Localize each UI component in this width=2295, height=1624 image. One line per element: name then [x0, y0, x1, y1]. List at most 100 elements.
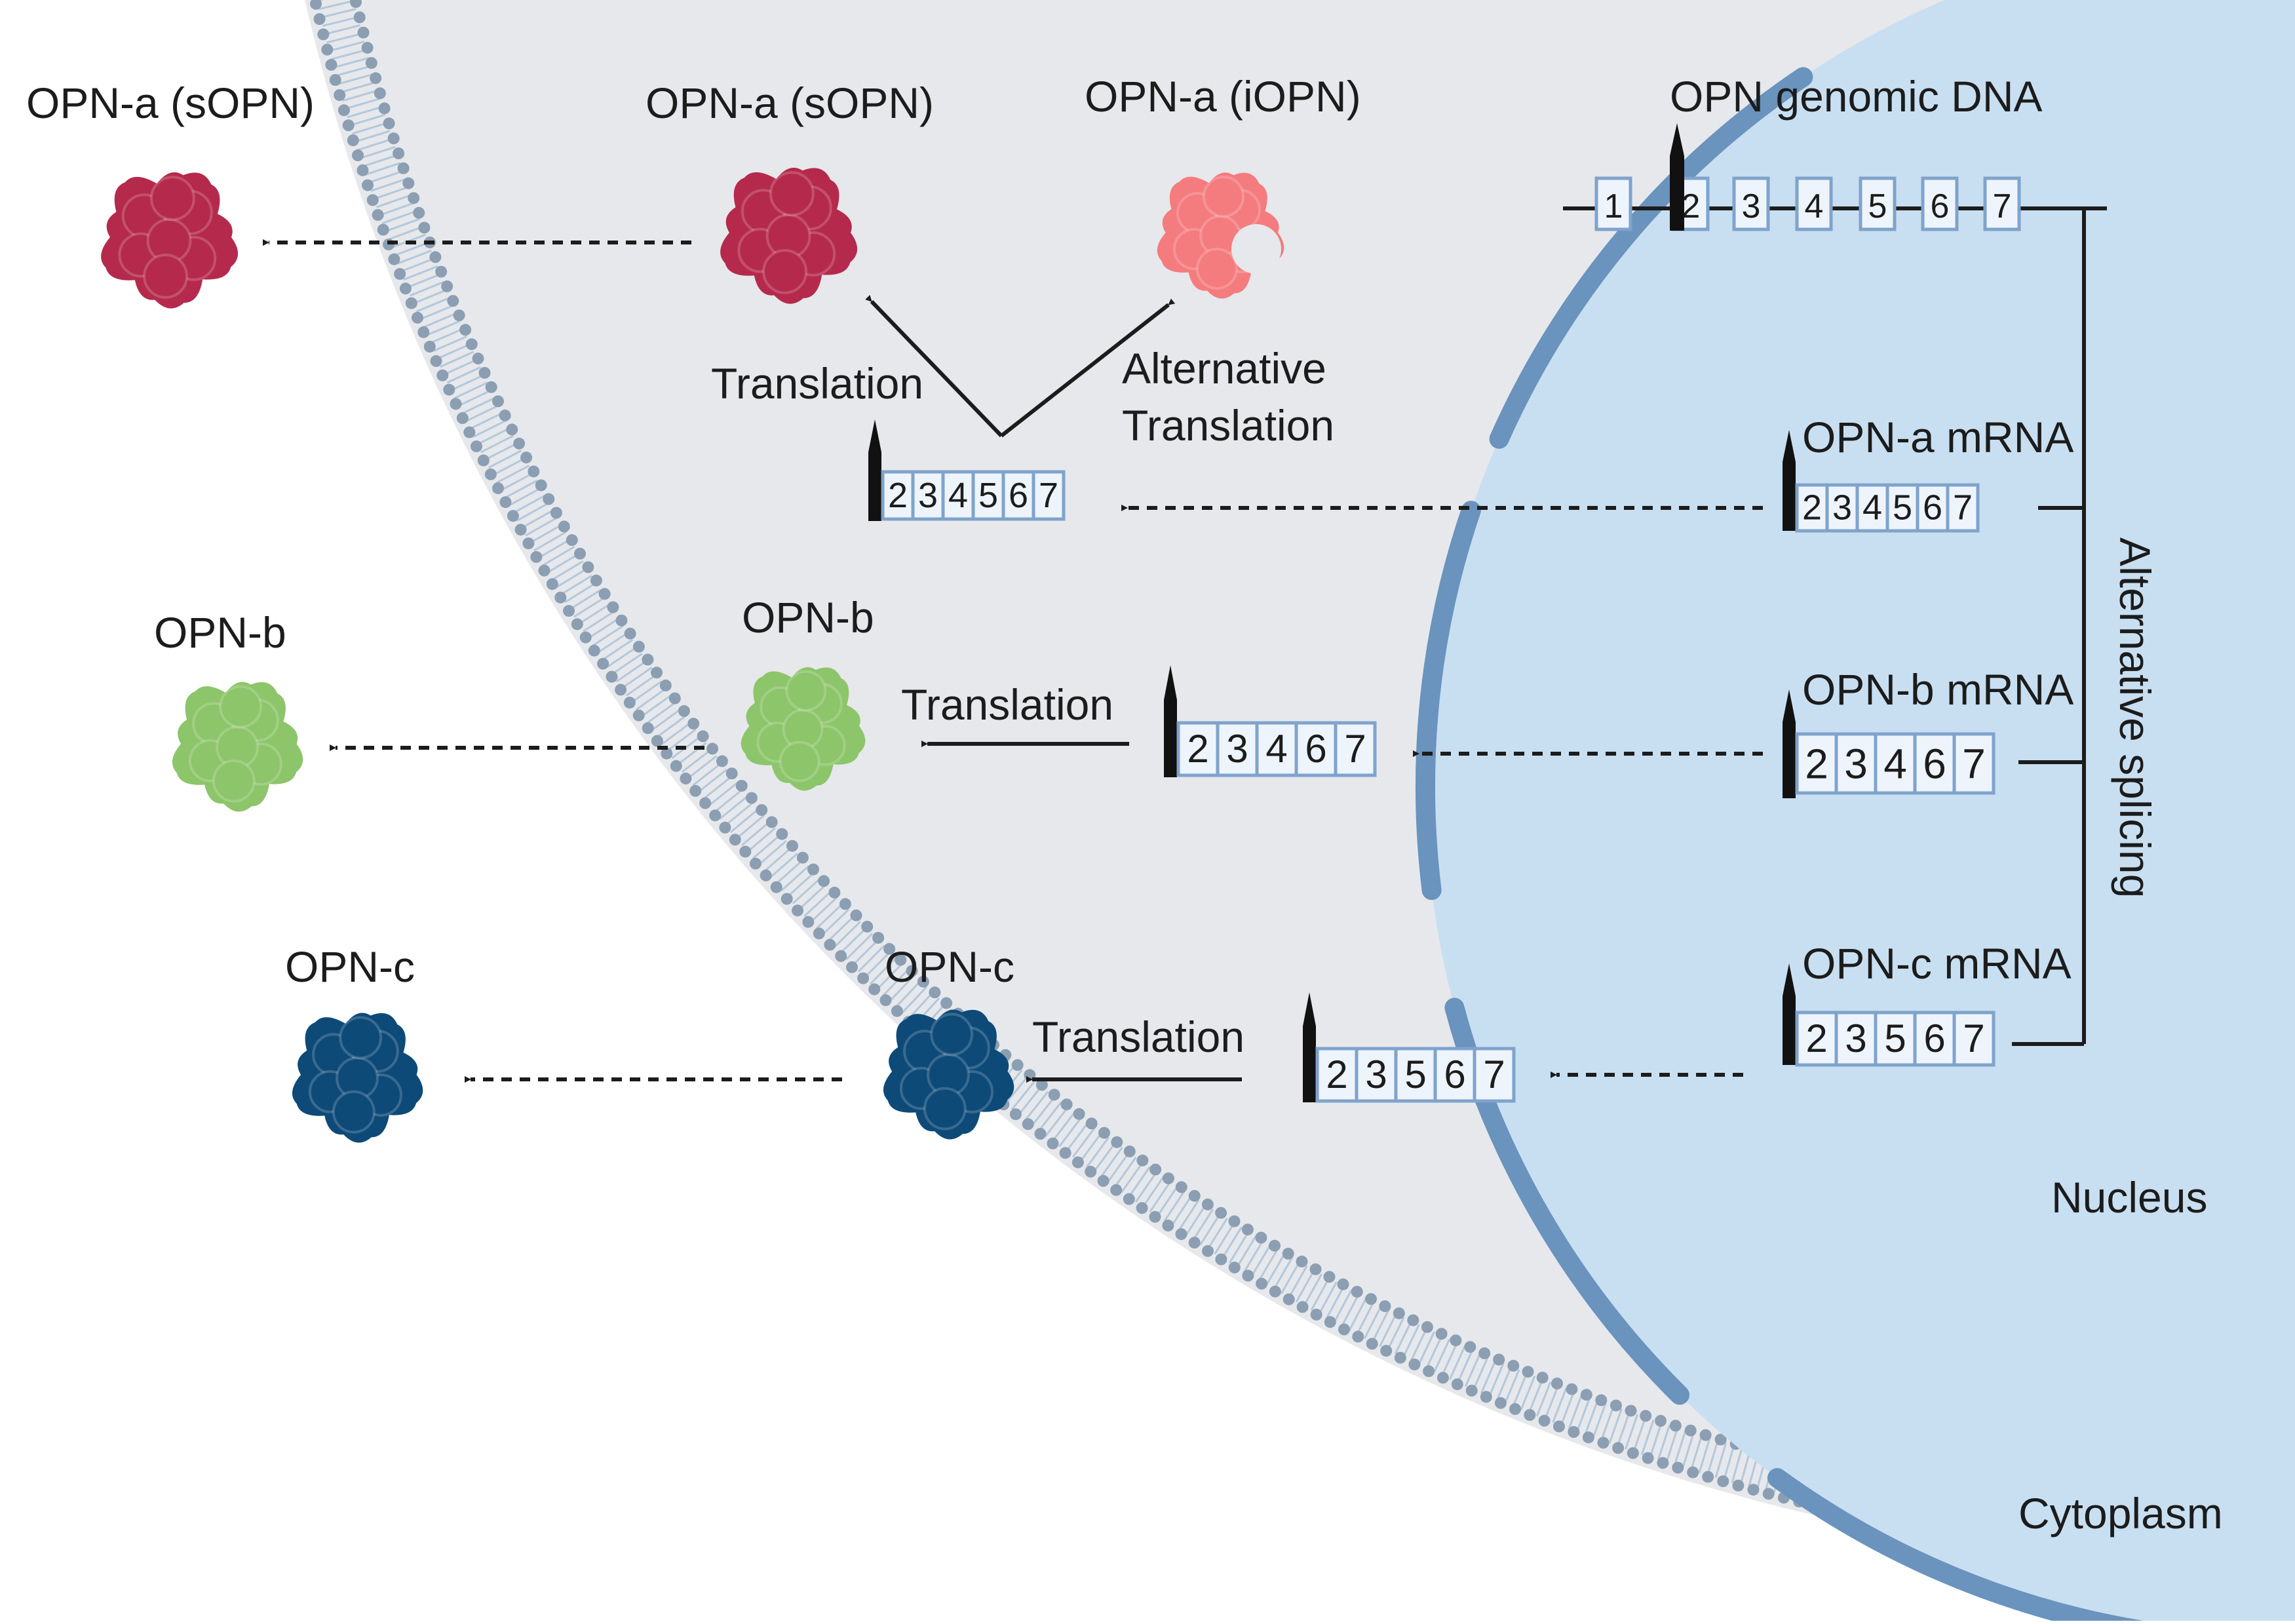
lipid-head	[1568, 1426, 1579, 1438]
exon-box: 7	[1033, 472, 1064, 519]
lipid-head	[625, 628, 636, 640]
lipid-head	[1229, 1262, 1241, 1273]
lipid-head	[1380, 1345, 1392, 1357]
lipid-head	[807, 864, 819, 876]
lipid-head	[547, 578, 558, 590]
lipid-head	[868, 984, 880, 996]
exon-box: 5	[973, 472, 1003, 519]
lipid-head	[1480, 1391, 1492, 1402]
svg-text:6: 6	[1923, 1016, 1945, 1060]
lipid-head	[417, 326, 429, 338]
exon-box: 7	[1948, 485, 1978, 531]
label-opn-c-mrna: OPN-c mRNA	[1802, 939, 2072, 988]
lipid-head	[383, 239, 395, 250]
lipid-head	[633, 641, 645, 653]
lipid-head	[1061, 1098, 1073, 1110]
svg-text:7: 7	[1963, 1016, 1984, 1060]
lipid-head	[453, 309, 465, 321]
genomic-exon: 5	[1861, 178, 1895, 229]
lipid-head	[343, 119, 355, 131]
lipid-head	[1189, 1237, 1201, 1248]
lipid-head	[1685, 1425, 1697, 1437]
lipid-head	[1282, 1248, 1294, 1260]
lipid-head	[828, 887, 840, 899]
exon-box: 2	[1178, 723, 1218, 775]
lipid-head	[1149, 1164, 1161, 1176]
lipid-head	[606, 671, 618, 683]
opn-c-protein-outer-icon	[292, 1013, 423, 1142]
lipid-head	[1035, 1128, 1047, 1140]
lipid-head	[1553, 1421, 1565, 1433]
svg-text:3: 3	[1844, 741, 1868, 788]
exon-box: 6	[1918, 485, 1948, 531]
exon-box: 4	[1257, 723, 1296, 775]
lipid-head	[463, 427, 475, 438]
svg-text:2: 2	[1187, 727, 1208, 771]
label-opn-c-outer: OPN-c	[285, 942, 415, 991]
lipid-head	[1524, 1409, 1535, 1421]
exon-box: 7	[1336, 723, 1375, 775]
exon-box: 4	[1876, 734, 1915, 793]
lipid-head	[781, 893, 793, 905]
lipid-head	[660, 680, 672, 691]
lipid-head	[678, 705, 690, 717]
lipid-head	[670, 760, 682, 772]
lipid-head	[520, 452, 532, 463]
exon-box: 3	[913, 472, 943, 519]
lipid-head	[443, 384, 455, 396]
label-translation-b: Translation	[901, 680, 1113, 729]
lipid-head	[1242, 1224, 1254, 1235]
lipid-head	[1717, 1475, 1729, 1487]
lipid-head	[1612, 1442, 1624, 1454]
lipid-head	[615, 615, 627, 627]
lipid-head	[1702, 1471, 1714, 1483]
lipid-head	[466, 338, 478, 350]
lipid-head	[624, 697, 636, 708]
opn-c-protein-inner-icon	[883, 1009, 1014, 1139]
label-sopn-inner: OPN-a (sOPN)	[646, 79, 934, 127]
exon-box: 5	[1876, 1013, 1915, 1065]
lipid-head	[776, 828, 788, 840]
label-genomic-dna: OPN genomic DNA	[1670, 72, 2043, 121]
lipid-head	[813, 927, 825, 939]
svg-text:3: 3	[918, 476, 938, 515]
lipid-head	[1352, 1331, 1364, 1343]
lipid-head	[1395, 1352, 1406, 1364]
lipid-head	[1583, 1431, 1594, 1443]
lipid-head	[1610, 1400, 1622, 1412]
lipid-head	[756, 804, 767, 816]
svg-text:3: 3	[1742, 187, 1761, 225]
lipid-head	[388, 132, 400, 144]
lipid-head	[1163, 1172, 1174, 1184]
lipid-head	[1242, 1270, 1254, 1282]
lipid-head	[633, 710, 645, 722]
label-opn-b-outer: OPN-b	[154, 608, 286, 657]
lipid-head	[515, 524, 527, 535]
label-alt-translation-2: Translation	[1122, 401, 1334, 450]
svg-text:4: 4	[1265, 727, 1287, 771]
lipid-head	[435, 266, 447, 278]
lipid-head	[1176, 1181, 1187, 1193]
lipid-head	[370, 72, 381, 84]
exon-box: 6	[1435, 1049, 1475, 1101]
lipid-head	[535, 480, 547, 492]
lipid-head	[818, 875, 830, 887]
lipid-head	[362, 42, 374, 54]
lipid-head	[1366, 1338, 1378, 1349]
lipid-head	[506, 423, 518, 435]
exon-box: 2	[1797, 485, 1827, 531]
lipid-head	[1598, 1437, 1610, 1448]
svg-text:5: 5	[1893, 488, 1912, 528]
lipid-head	[1162, 1220, 1174, 1231]
lipid-head	[441, 280, 453, 292]
lipid-head	[507, 510, 519, 522]
label-nucleus: Nucleus	[2051, 1173, 2207, 1222]
lipid-head	[1149, 1211, 1161, 1223]
svg-text:4: 4	[1805, 187, 1824, 225]
lipid-head	[607, 602, 619, 613]
lipid-head	[1581, 1389, 1592, 1401]
